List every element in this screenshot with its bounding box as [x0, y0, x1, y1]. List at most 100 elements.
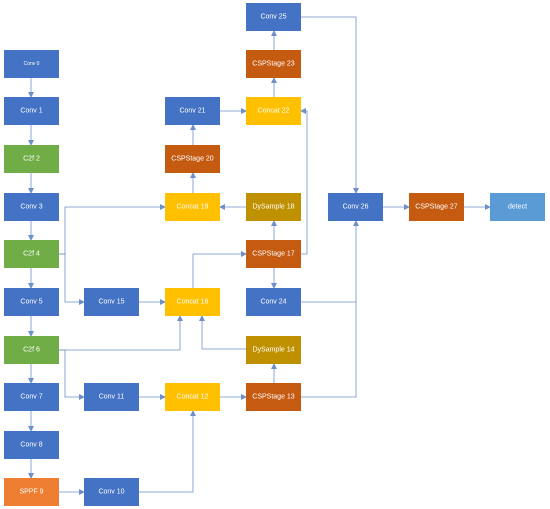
c2f6-label: C2f 6 [23, 347, 40, 354]
conv10-label: Conv 10 [98, 489, 124, 496]
dys18-box [246, 193, 301, 221]
node-csp13: CSPStage 13 [246, 383, 301, 411]
node-dys14: DySample 14 [246, 336, 301, 364]
conv8-label: Conv 8 [20, 442, 42, 449]
node-csp23: CSPStage 23 [246, 50, 301, 78]
csp23-label: CSPStage 23 [252, 61, 295, 68]
edge-conv3-concat19 [58, 204, 166, 255]
concat19-box [165, 193, 220, 221]
conv0-label: Conv 0 [24, 61, 40, 67]
node-csp27: CSPStage 27 [409, 193, 464, 221]
sppf9-box [4, 478, 59, 506]
conv3-label: Conv 3 [20, 204, 42, 211]
csp27-box [409, 193, 464, 221]
detect-box [490, 193, 545, 221]
node-c2f6: C2f 6 [4, 336, 59, 364]
c2f4-label: C2f 4 [23, 251, 40, 258]
conv15-box [84, 288, 139, 316]
csp13-box [246, 383, 301, 411]
node-conv25: Conv 25 [246, 3, 301, 31]
node-concat16: Concat 16 [165, 288, 220, 316]
node-conv1: Conv 1 [4, 97, 59, 125]
conv26-box [328, 193, 383, 221]
conv1-box [4, 97, 59, 125]
node-conv24: Conv 24 [246, 288, 301, 316]
conv26-label: Conv 26 [342, 204, 368, 211]
concat12-label: Concat 12 [177, 394, 209, 401]
edge-csp13-conv26 [301, 220, 359, 398]
conv15-label: Conv 15 [98, 299, 124, 306]
csp23-box [246, 50, 301, 78]
node-dys18: DySample 18 [246, 193, 301, 221]
csp17-box [246, 240, 301, 268]
csp17-label: CSPStage 17 [252, 251, 295, 258]
concat22-box [246, 97, 301, 125]
csp27-label: CSPStage 27 [415, 204, 458, 211]
edge-conv10-concat12 [139, 410, 196, 493]
conv1-label: Conv 1 [20, 108, 42, 115]
conv10-box [84, 478, 139, 506]
c2f6-box [4, 336, 59, 364]
edge-dys14-concat16 [199, 315, 246, 350]
edge-concat16-csp17 [192, 251, 247, 288]
node-conv0: Conv 0 [4, 50, 59, 78]
conv11-label: Conv 11 [99, 394, 125, 401]
node-csp17: CSPStage 17 [246, 240, 301, 268]
c2f2-label: C2f 2 [23, 156, 40, 163]
node-concat19: Concat 19 [165, 193, 220, 221]
node-conv5: Conv 5 [4, 288, 59, 316]
node-conv26: Conv 26 [328, 193, 383, 221]
node-csp20: CSPStage 20 [165, 145, 220, 173]
node-conv15: Conv 15 [84, 288, 139, 316]
node-c2f2: C2f 2 [4, 145, 59, 173]
node-concat22: Concat 22 [246, 97, 301, 125]
conv24-box [246, 288, 301, 316]
conv7-label: Conv 7 [20, 394, 42, 401]
concat12-box [165, 383, 220, 411]
conv8-box [4, 431, 59, 459]
edge-conv25-conv26 [301, 16, 359, 194]
dys14-label: DySample 14 [252, 347, 294, 354]
conv24-label: Conv 24 [260, 299, 286, 306]
dys18-label: DySample 18 [252, 204, 294, 211]
edge-c2f4-conv15 [58, 253, 85, 305]
edge-csp17-concat22 [300, 108, 308, 255]
conv7-box [4, 383, 59, 411]
conv25-box [246, 3, 301, 31]
edge-c2f6-concat16 [58, 315, 183, 351]
node-sppf9: SPPF 9 [4, 478, 59, 506]
nodes: Conv 0 Conv 1 C2f 2 Conv 3 C2f 4 Conv 5 … [4, 3, 545, 506]
sppf9-label: SPPF 9 [19, 489, 43, 496]
concat16-label: Concat 16 [177, 299, 209, 306]
conv0-box [4, 50, 59, 78]
node-conv21: Conv 21 [165, 97, 220, 125]
csp20-box [165, 145, 220, 173]
node-detect: detect [490, 193, 545, 221]
node-conv8: Conv 8 [4, 431, 59, 459]
node-c2f4: C2f 4 [4, 240, 59, 268]
concat22-label: Concat 22 [258, 108, 290, 115]
conv25-label: Conv 25 [260, 14, 286, 21]
detect-label: detect [508, 204, 527, 211]
conv11-box [84, 383, 139, 411]
conv5-box [4, 288, 59, 316]
concat16-box [165, 288, 220, 316]
csp13-label: CSPStage 13 [252, 394, 295, 401]
node-conv10: Conv 10 [84, 478, 139, 506]
node-concat12: Concat 12 [165, 383, 220, 411]
csp20-label: CSPStage 20 [171, 156, 214, 163]
conv3-box [4, 193, 59, 221]
c2f4-box [4, 240, 59, 268]
c2f2-box [4, 145, 59, 173]
conv21-label: Conv 21 [179, 108, 205, 115]
node-conv3: Conv 3 [4, 193, 59, 221]
node-conv11: Conv 11 [84, 383, 139, 411]
conv21-box [165, 97, 220, 125]
edges [28, 16, 491, 495]
concat19-label: Concat 19 [177, 204, 209, 211]
edge-c2f6-conv11 [58, 349, 85, 400]
dys14-box [246, 336, 301, 364]
node-conv7: Conv 7 [4, 383, 59, 411]
conv5-label: Conv 5 [20, 299, 42, 306]
